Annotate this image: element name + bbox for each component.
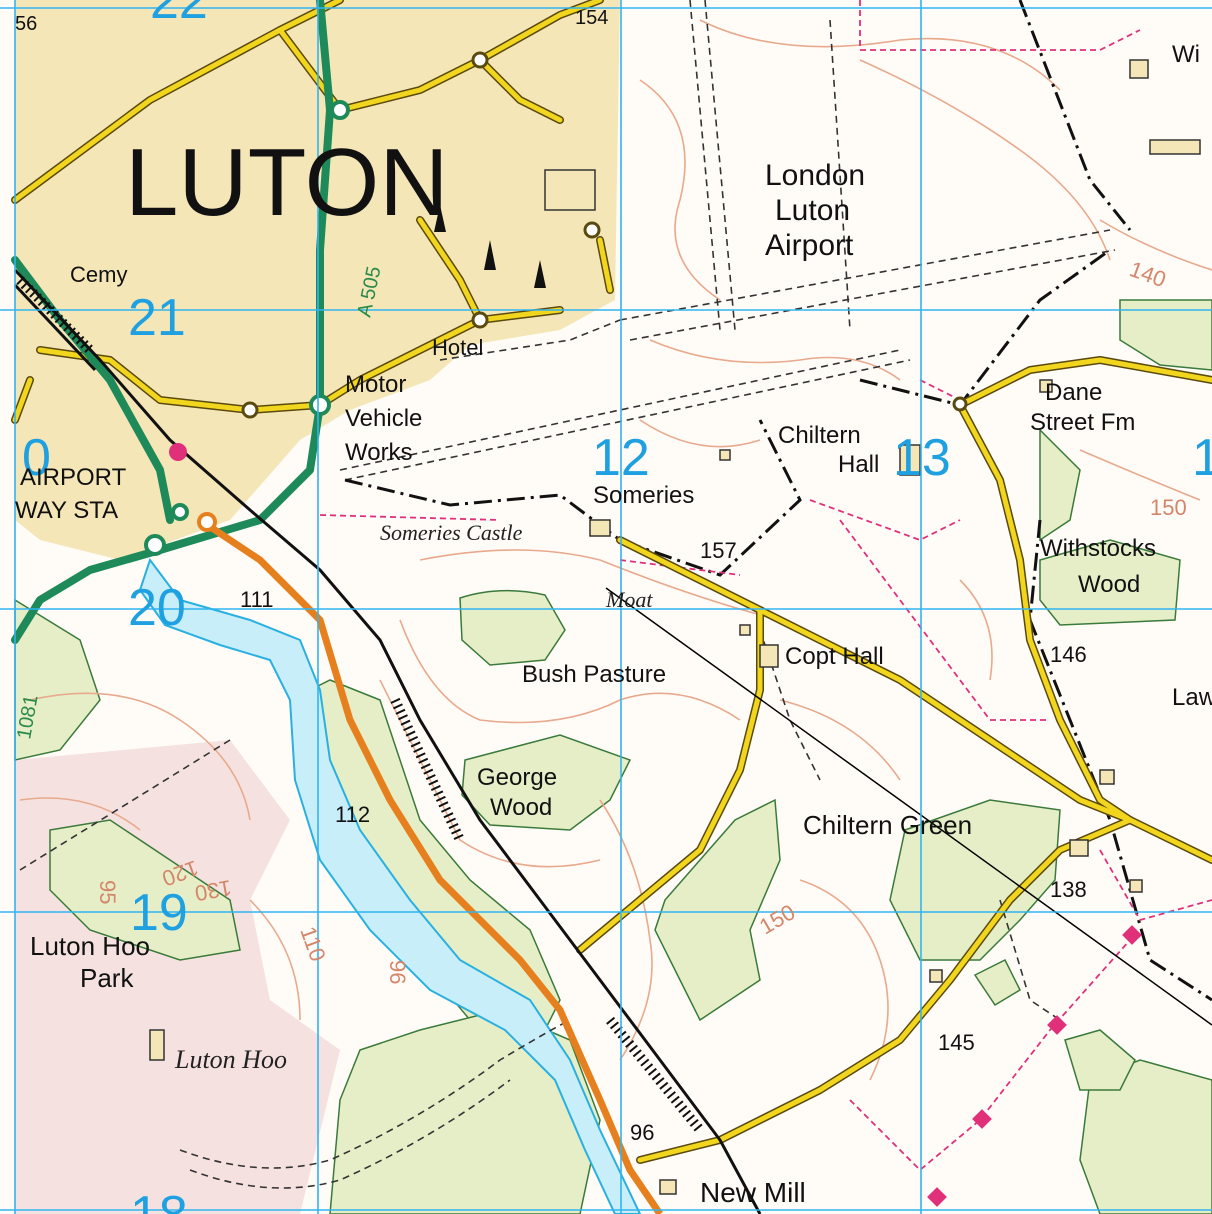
grid-label-13: 13 bbox=[893, 429, 951, 487]
tracks bbox=[19, 0, 1116, 1189]
place-someries-castle: Someries Castle bbox=[380, 520, 523, 545]
place-luton-hoo-park-1: Luton Hoo bbox=[30, 931, 150, 961]
woodland-areas bbox=[14, 299, 1212, 1214]
boundary-markers bbox=[927, 925, 1142, 1207]
junctions-yellow bbox=[241, 51, 968, 419]
place-hotel: Hotel bbox=[432, 335, 483, 360]
railway-cuttings bbox=[16, 276, 704, 1134]
place-dane-1: Dane bbox=[1045, 379, 1102, 406]
place-george-1: George bbox=[477, 764, 557, 791]
b-road bbox=[198, 517, 663, 1214]
spot-height-96: 96 bbox=[630, 1120, 654, 1145]
spot-height-154: 154 bbox=[575, 7, 608, 29]
place-airport-2: Luton bbox=[775, 194, 850, 227]
junctions bbox=[144, 100, 350, 556]
place-chiltern-hall-2: Hall bbox=[838, 451, 879, 478]
grid-label-22: 22 bbox=[150, 0, 208, 30]
buildings bbox=[149, 59, 1201, 1195]
place-copt-hall: Copt Hall bbox=[785, 643, 884, 670]
spot-height-112: 112 bbox=[335, 802, 370, 827]
grid-label-14: 1 bbox=[1192, 429, 1212, 487]
grid-label-20: 20 bbox=[128, 579, 186, 637]
place-airport-way-1: AIRPORT bbox=[20, 464, 127, 491]
place-airport-way-2: WAY STA bbox=[15, 497, 118, 524]
spot-height-145: 145 bbox=[938, 1030, 975, 1055]
place-withstocks-1: Withstocks bbox=[1040, 535, 1156, 562]
place-airport-3: Airport bbox=[765, 229, 854, 262]
grid-label-12: 12 bbox=[592, 429, 650, 487]
contour-label-96: 96 bbox=[385, 960, 410, 984]
spot-height-56: 56 bbox=[15, 13, 37, 35]
parish-boundary bbox=[344, 0, 1212, 1002]
spot-height-138: 138 bbox=[1050, 877, 1087, 902]
grid-label-21: 21 bbox=[128, 289, 186, 347]
river-lake bbox=[138, 557, 642, 1214]
place-motor-2: Vehicle bbox=[345, 405, 422, 432]
place-bush-pasture: Bush Pasture bbox=[522, 661, 666, 688]
place-george-2: Wood bbox=[490, 794, 552, 821]
station-marker bbox=[169, 443, 187, 461]
place-chiltern-hall-1: Chiltern bbox=[778, 422, 861, 449]
grid-label-10: 0 bbox=[22, 429, 51, 487]
place-new-mill: New Mill bbox=[700, 1177, 806, 1208]
place-dane-2: Street Fm bbox=[1030, 409, 1135, 436]
place-motor-1: Motor bbox=[345, 371, 406, 398]
contour-lines bbox=[19, 19, 1212, 1081]
annotation-line bbox=[605, 587, 1212, 1026]
contour-label-150a: 150 bbox=[1150, 495, 1187, 520]
place-luton-hoo: Luton Hoo bbox=[174, 1045, 287, 1074]
spot-height-111: 111 bbox=[240, 587, 273, 612]
place-law: Law bbox=[1172, 684, 1212, 711]
county-boundary bbox=[319, 0, 1212, 1172]
spot-height-146: 146 bbox=[1050, 642, 1087, 667]
place-luton-hoo-park-2: Park bbox=[80, 963, 134, 993]
place-withstocks-2: Wood bbox=[1078, 571, 1140, 598]
place-chiltern-green: Chiltern Green bbox=[803, 810, 972, 840]
place-motor-3: Works bbox=[345, 439, 413, 466]
place-someries: Someries bbox=[593, 482, 694, 509]
railway bbox=[13, 268, 762, 1214]
grid-label-19: 19 bbox=[130, 884, 188, 942]
place-luton: LUTON bbox=[125, 129, 449, 236]
place-airport-1: London bbox=[765, 159, 865, 192]
station-orange bbox=[197, 512, 217, 532]
place-wi: Wi bbox=[1172, 41, 1200, 68]
spot-height-157: 157 bbox=[700, 538, 737, 563]
place-moat: Moat bbox=[605, 587, 653, 612]
church-icons bbox=[434, 205, 546, 288]
grid-label-18: 18 bbox=[130, 1186, 188, 1214]
contour-label-95: 95 bbox=[95, 880, 120, 904]
place-cemy: Cemy bbox=[70, 262, 127, 287]
